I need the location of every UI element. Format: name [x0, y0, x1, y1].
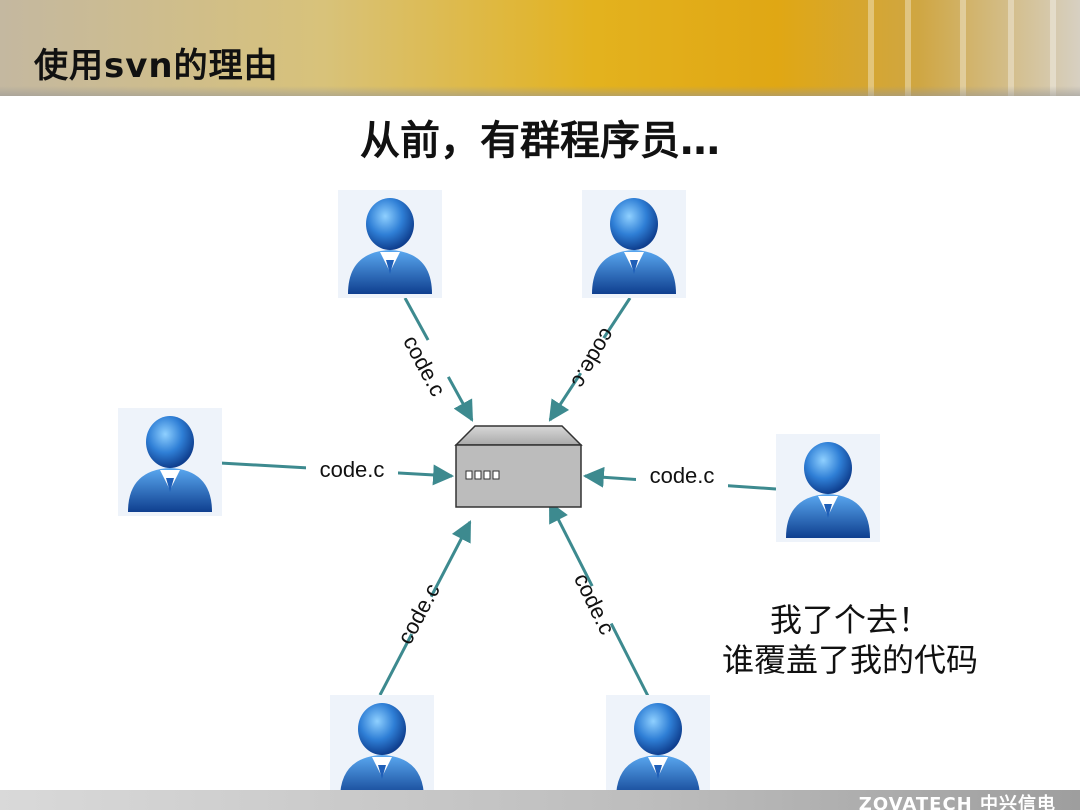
headline: 从前，有群程序员… [360, 118, 720, 164]
user-icon-bottom-left [330, 695, 434, 803]
exclamation-line-1: 我了个去！ [769, 601, 930, 639]
connection-label-left: code.c [320, 457, 385, 482]
user-icon-right [776, 434, 880, 542]
user-icon-left [118, 408, 222, 516]
user-icon-top-left [338, 190, 442, 298]
user-icon-top-right [582, 190, 686, 298]
exclamation-text: 我了个去！ 谁覆盖了我的代码 [690, 600, 1010, 680]
exclamation-line-2: 谁覆盖了我的代码 [721, 641, 978, 679]
user-icon-bottom-right [606, 695, 710, 803]
header-banner [0, 0, 1080, 96]
footer-logo: ZOVATECH 中兴信电 [858, 794, 1056, 810]
server-icon [454, 425, 583, 508]
slide-title: 使用svn的理由 [34, 46, 279, 86]
connection-label-right: code.c [650, 463, 715, 488]
footer-band [0, 790, 1080, 810]
